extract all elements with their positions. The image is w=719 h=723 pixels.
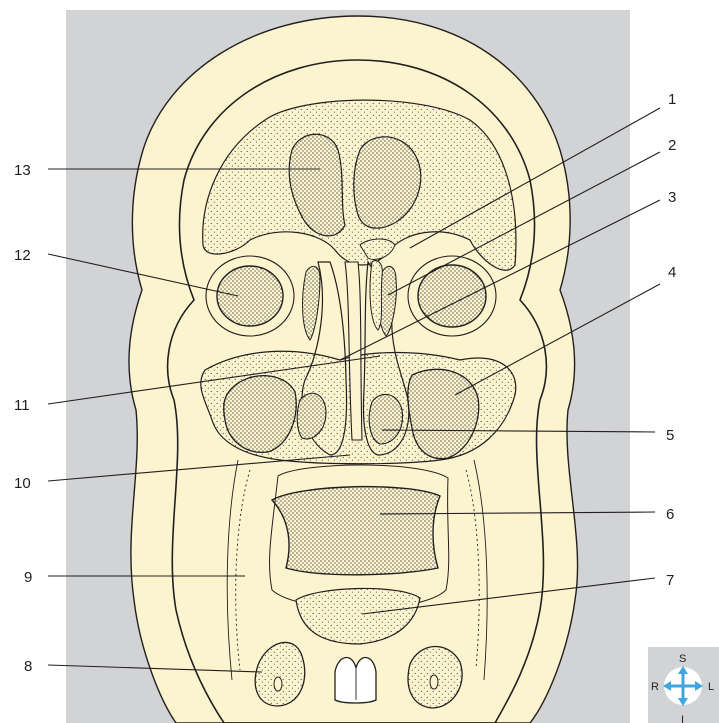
mandibular-canal-right xyxy=(274,677,282,691)
hard-palate-tongue xyxy=(272,487,440,575)
label-13: 13 xyxy=(14,162,31,179)
label-8: 8 xyxy=(24,658,32,675)
eyeball-right xyxy=(217,266,283,326)
label-10: 10 xyxy=(14,475,31,492)
compass-right: R xyxy=(651,681,659,693)
orientation-compass: S I R L xyxy=(648,647,719,723)
label-6: 6 xyxy=(666,506,674,523)
compass-left: L xyxy=(708,681,714,693)
compass-inferior: I xyxy=(681,714,684,723)
label-1: 1 xyxy=(668,91,676,108)
label-7: 7 xyxy=(666,572,674,589)
label-12: 12 xyxy=(14,247,31,264)
label-11: 11 xyxy=(14,397,30,414)
label-3: 3 xyxy=(668,189,676,206)
compass-superior: S xyxy=(679,653,686,665)
label-5: 5 xyxy=(666,427,674,444)
label-2: 2 xyxy=(668,137,676,154)
mandibular-canal-left xyxy=(430,675,438,689)
label-9: 9 xyxy=(24,569,32,586)
label-4: 4 xyxy=(668,264,676,281)
